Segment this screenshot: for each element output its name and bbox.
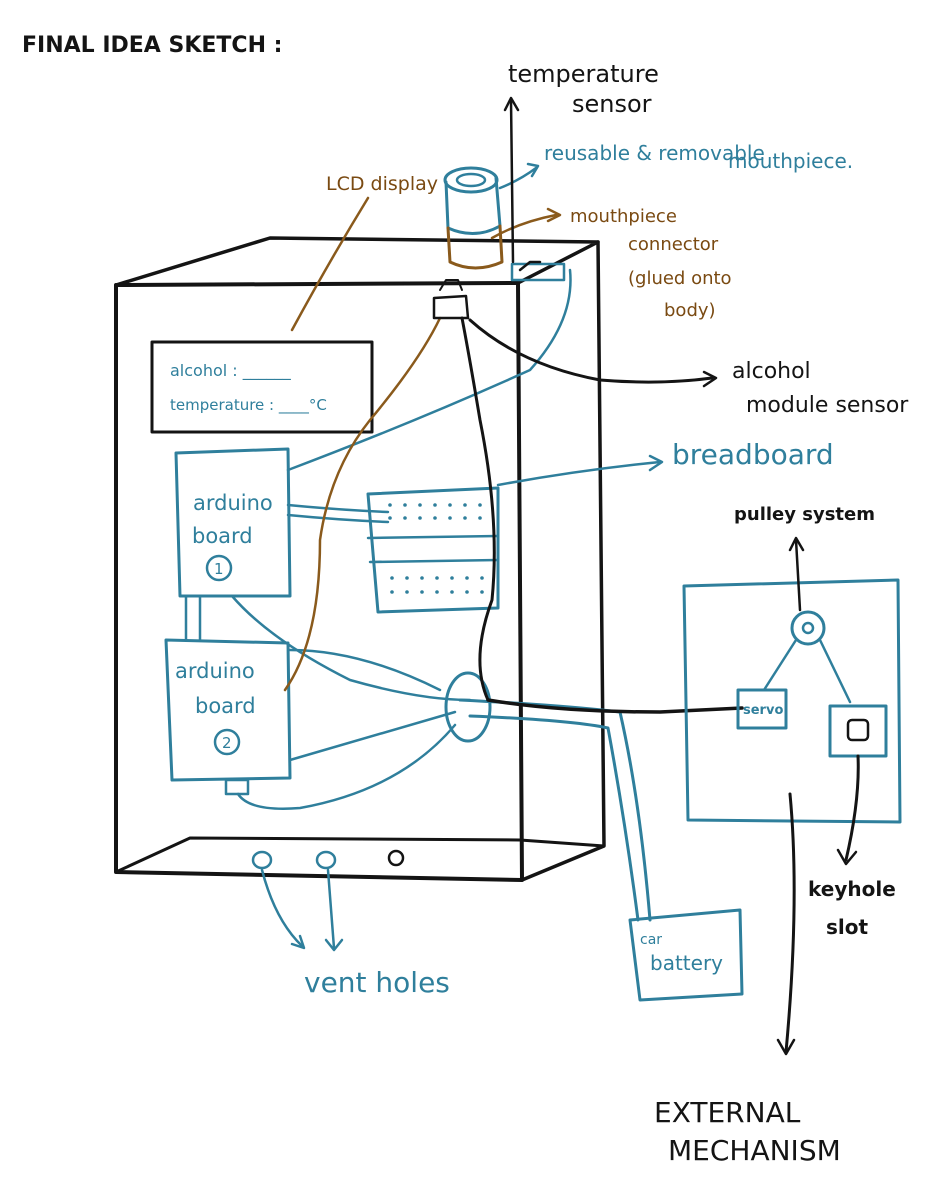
svg-text:module sensor: module sensor: [746, 393, 909, 418]
label-external-mechanism: EXTERNAL MECHANISM: [654, 1096, 841, 1167]
wiring-black: [460, 316, 744, 714]
svg-text:mouthpiece: mouthpiece: [570, 206, 677, 227]
enclosure-box: [114, 236, 606, 882]
temperature-sensor-unit: [503, 96, 566, 282]
keyhole-slot: [828, 704, 888, 866]
svg-text:1: 1: [214, 560, 224, 578]
arduino-board-2: arduino board 2: [164, 638, 292, 796]
label-lcd-display: LCD display: [326, 173, 438, 195]
svg-text:arduino: arduino: [193, 491, 273, 515]
svg-text:mouthpiece.: mouthpiece.: [728, 149, 853, 173]
breadboard-holes: [388, 503, 484, 594]
label-pulley-system: pulley system: [734, 504, 875, 525]
label-vent-holes: vent holes: [304, 966, 450, 999]
label-mouthpiece-connector: mouthpiece connector (glued onto body): [570, 206, 732, 321]
label-alcohol-module-sensor: alcohol module sensor: [732, 359, 909, 418]
sketch-title: FINAL IDEA SKETCH :: [22, 33, 282, 58]
svg-text:servo: servo: [743, 703, 783, 718]
svg-text:board: board: [195, 694, 256, 718]
servo-motor: servo: [736, 688, 788, 730]
label-keyhole-slot: keyhole slot: [808, 877, 896, 939]
svg-text:EXTERNAL: EXTERNAL: [654, 1096, 801, 1129]
lcd-display: alcohol : ______ temperature : ____°C: [150, 340, 374, 434]
external-mechanism-panel: servo: [682, 536, 902, 1056]
label-mouthpiece: reusable & removable mouthpiece.: [544, 141, 853, 173]
label-temperature-sensor: temperature sensor: [508, 60, 659, 118]
svg-text:arduino: arduino: [175, 659, 255, 683]
svg-text:keyhole: keyhole: [808, 877, 896, 901]
cable-grommet: [444, 671, 492, 743]
vent-holes: [251, 849, 405, 952]
svg-text:2: 2: [222, 734, 232, 752]
svg-text:reusable & removable: reusable & removable: [544, 141, 765, 165]
breadboard: [366, 486, 500, 614]
label-breadboard: breadboard: [672, 438, 834, 471]
svg-text:MECHANISM: MECHANISM: [668, 1134, 841, 1167]
svg-text:car: car: [640, 932, 662, 948]
svg-text:alcohol: alcohol: [732, 359, 811, 384]
svg-text:body): body): [664, 300, 716, 321]
svg-text:(glued onto: (glued onto: [628, 268, 732, 289]
mouthpiece-connector: [432, 224, 504, 320]
svg-text:battery: battery: [650, 951, 723, 975]
arduino-board-1: arduino board 1: [174, 447, 292, 598]
wiring-brown: [283, 196, 562, 692]
svg-text:board: board: [192, 524, 253, 548]
svg-text:sensor: sensor: [572, 90, 652, 118]
svg-text:connector: connector: [628, 234, 719, 255]
pulley-wheel: [790, 610, 826, 646]
svg-text:slot: slot: [826, 915, 869, 939]
svg-text:temperature: temperature: [508, 60, 659, 88]
car-battery: car battery: [628, 908, 744, 1002]
wiring-blue: [184, 268, 652, 922]
lcd-line-alcohol: alcohol : ______: [170, 361, 292, 381]
lcd-line-temperature: temperature : ____°C: [170, 396, 327, 415]
